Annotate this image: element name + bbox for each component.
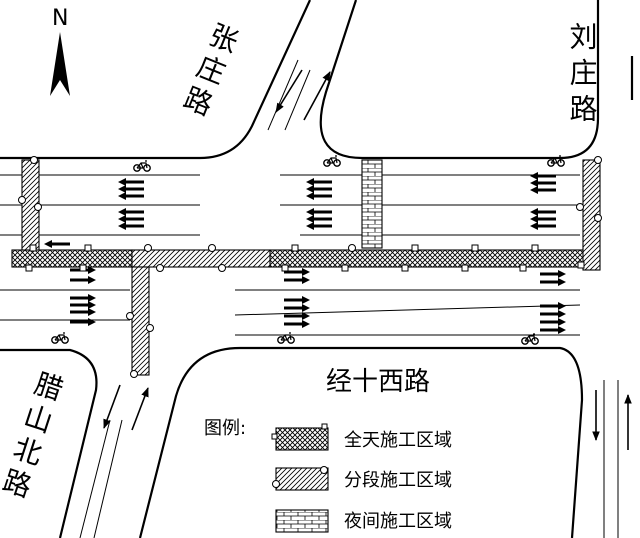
zone-segmented-bottom — [131, 266, 150, 376]
compass-arrow-icon — [50, 32, 70, 96]
zone-night — [361, 159, 383, 249]
road-label-jingshixi: 经十西路 — [326, 367, 430, 397]
zone-segmented-median — [131, 249, 271, 268]
legend-swatch-night — [275, 509, 329, 533]
legend-swatch-full-day — [275, 427, 329, 451]
bicycle-icon — [133, 160, 151, 172]
legend-swatch-segmented — [275, 467, 329, 491]
zone-markers — [18, 156, 602, 378]
road-label-zhangzhuang: 张庄路 — [174, 18, 243, 125]
zone-full-day-median-left — [11, 249, 133, 268]
north-compass: N — [50, 6, 70, 96]
legend-label-full-day: 全天施工区域 — [344, 430, 452, 451]
bicycle-icon — [323, 155, 341, 167]
construction-zones — [11, 159, 601, 376]
legend: 图例: 全天施工区域 分段施工区域 夜间施工区域 — [204, 418, 452, 533]
bicycle-icon — [521, 333, 539, 345]
lane-lines — [0, 59, 619, 538]
zone-full-day-median-right — [269, 249, 591, 268]
legend-label-segmented: 分段施工区域 — [344, 470, 452, 491]
legend-title: 图例: — [204, 418, 246, 439]
road-label-liuzhuang: 刘庄路 — [566, 22, 599, 130]
flow-arrows — [103, 69, 632, 450]
road-label-lashanbei: 腊山北路 — [0, 367, 68, 507]
compass-label: N — [52, 6, 68, 31]
legend-label-night: 夜间施工区域 — [344, 511, 452, 532]
bicycle-icon — [51, 332, 69, 344]
